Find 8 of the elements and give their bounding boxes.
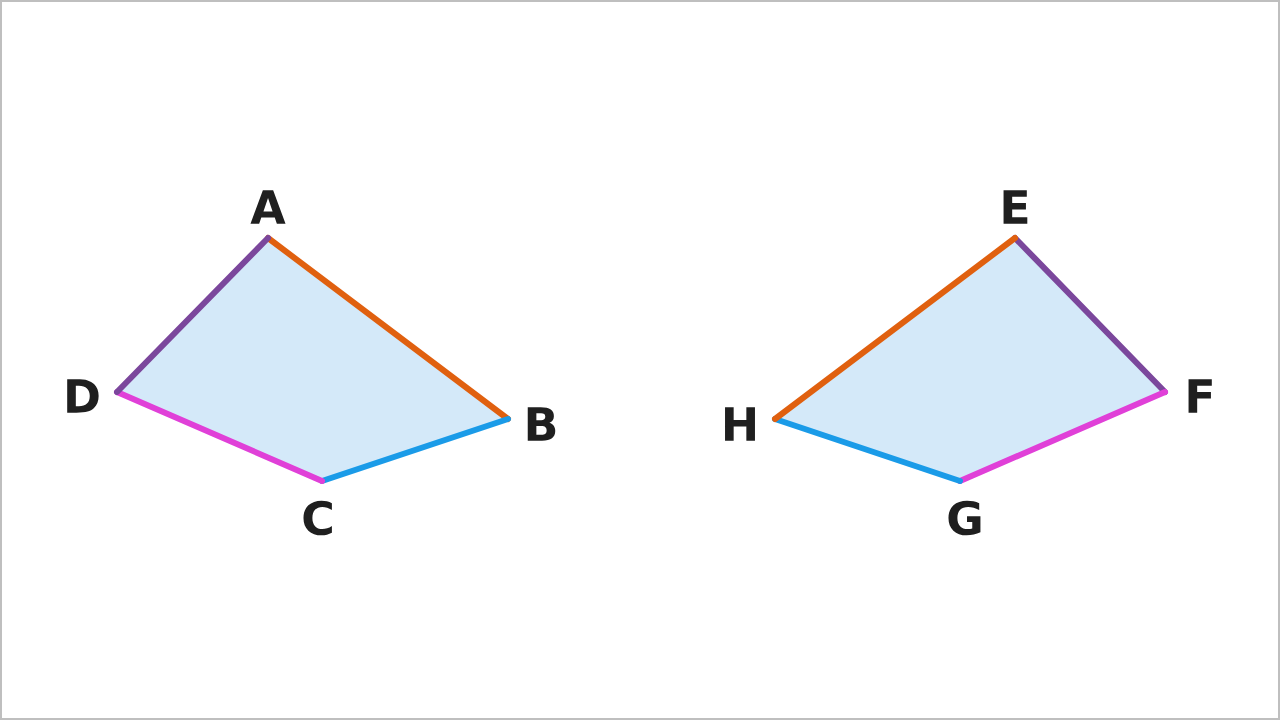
vertex-label: B (527, 407, 556, 441)
vertex-label: A (250, 190, 286, 224)
vertex-label: D (67, 379, 99, 413)
vertex-label: G (948, 500, 981, 536)
vertex-label: F (1188, 379, 1212, 413)
vertex-label: C (303, 500, 332, 536)
vertex-label: E (1003, 190, 1028, 224)
vertex-label: H (725, 407, 755, 441)
